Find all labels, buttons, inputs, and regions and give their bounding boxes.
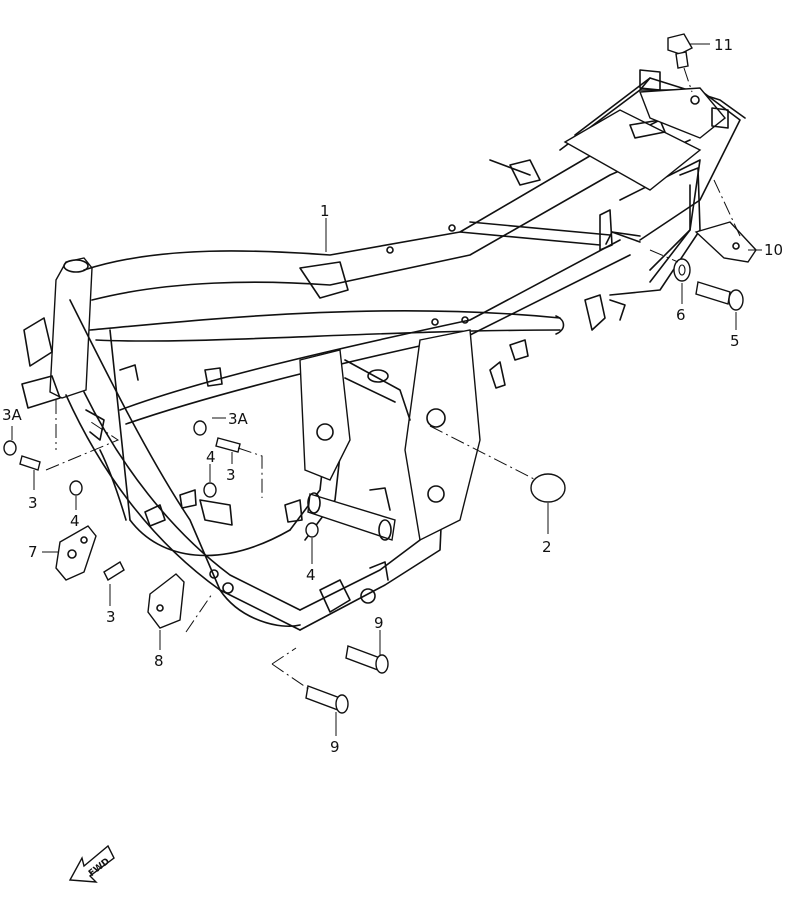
callout-3a-left: 3A — [2, 406, 23, 424]
callout-10: 10 — [764, 241, 783, 259]
frame-body — [21, 69, 746, 631]
bolt-9-lower — [305, 685, 349, 714]
callout-9-lower: 9 — [330, 738, 340, 756]
callout-7: 7 — [28, 543, 38, 561]
callout-8: 8 — [154, 652, 164, 670]
bolt-9-upper — [345, 645, 389, 674]
callout-9-upper: 9 — [374, 614, 384, 632]
bolt-3-mid — [215, 437, 241, 453]
bolt-3-left — [19, 455, 41, 471]
callout-4-mid: 4 — [206, 448, 216, 466]
callout-5: 5 — [730, 332, 740, 350]
callout-6: 6 — [676, 306, 686, 324]
collar-4-mid — [203, 482, 217, 498]
callout-4-low: 4 — [306, 566, 316, 584]
washer-6 — [673, 258, 691, 282]
bolt-3-low — [103, 560, 125, 582]
bracket-8 — [147, 573, 185, 629]
callout-3-mid: 3 — [226, 466, 236, 484]
callout-11: 11 — [714, 36, 733, 54]
bracket-10 — [694, 221, 757, 263]
collar-4-low — [305, 522, 319, 538]
fwd-arrow-icon: FWD — [68, 844, 115, 883]
bolt-11 — [667, 33, 693, 69]
callout-2: 2 — [542, 538, 552, 556]
cap-plug — [530, 473, 566, 503]
bolt-5 — [695, 281, 744, 311]
callout-4-left: 4 — [70, 512, 80, 530]
callout-labels: 1 2 3A 3A 3 3 3 4 4 4 5 6 7 8 9 9 10 11 — [2, 36, 783, 756]
callout-1: 1 — [320, 202, 330, 220]
nut-3a-left — [3, 440, 17, 456]
nut-3a-mid — [193, 420, 207, 436]
collar-4-left — [69, 480, 83, 496]
callout-3a-mid: 3A — [228, 410, 249, 428]
leader-lines — [11, 43, 762, 736]
callout-3-left: 3 — [28, 494, 38, 512]
callout-3-low: 3 — [106, 608, 116, 626]
